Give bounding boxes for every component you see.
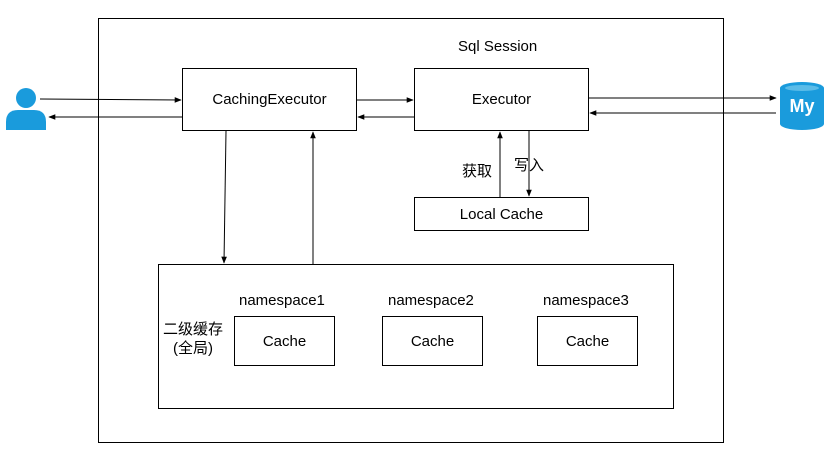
namespace2-label: namespace2: [388, 292, 474, 309]
namespace1-cache-node[interactable]: Cache: [234, 316, 335, 366]
executor-node[interactable]: Executor: [414, 68, 589, 131]
executor-label: Executor: [471, 91, 532, 108]
mysql-database-icon: My: [778, 82, 826, 130]
namespace1-cache-label: Cache: [262, 332, 307, 350]
caching-executor-label: CachingExecutor: [212, 91, 327, 108]
second-level-cache-label-line2: (全局): [173, 340, 213, 357]
fetch-edge-label: 获取: [462, 163, 493, 180]
namespace2-cache-node[interactable]: Cache: [382, 316, 483, 366]
namespace3-cache-node[interactable]: Cache: [537, 316, 638, 366]
local-cache-node[interactable]: Local Cache: [414, 197, 589, 231]
namespace3-cache-label: Cache: [565, 332, 610, 350]
namespace2-cache-label: Cache: [410, 332, 455, 350]
namespace3-label: namespace3: [543, 292, 629, 309]
local-cache-label: Local Cache: [459, 205, 544, 223]
database-icon-text: My: [789, 96, 815, 116]
user-icon: [4, 86, 48, 130]
caching-executor-node[interactable]: CachingExecutor: [182, 68, 357, 131]
second-level-cache-label-line1: 二级缓存: [163, 321, 224, 338]
namespace1-label: namespace1: [239, 292, 325, 309]
sql-session-title: Sql Session: [458, 38, 538, 55]
write-edge-label: 写入: [514, 157, 545, 174]
